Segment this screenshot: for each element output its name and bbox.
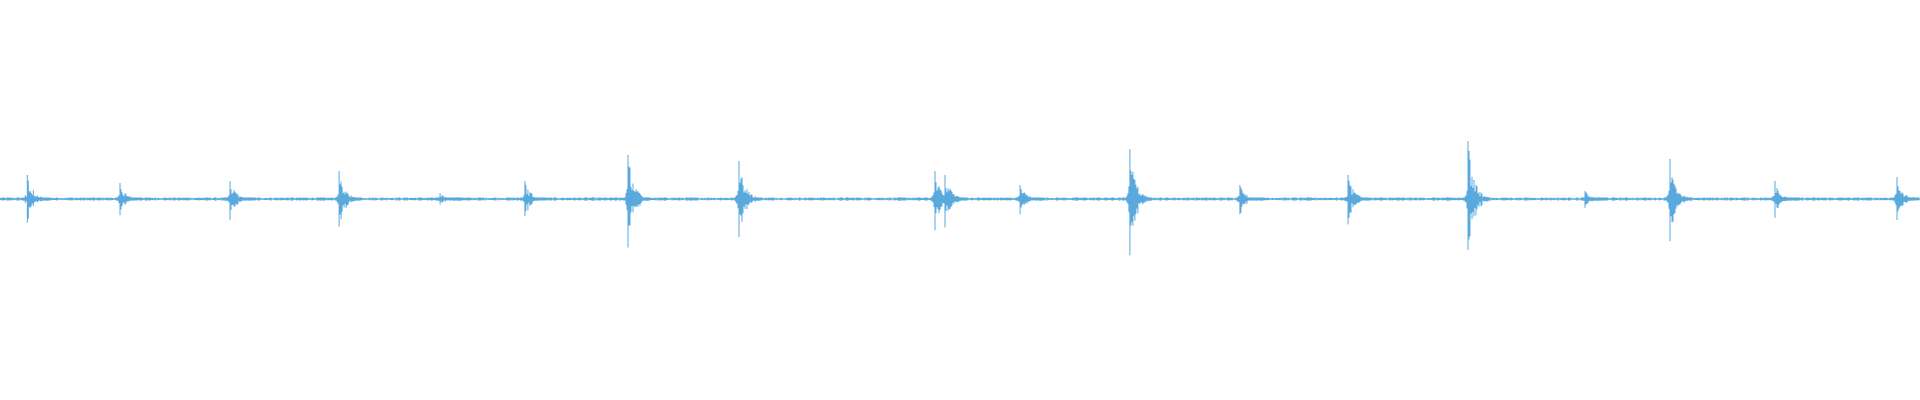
waveform-burst-19	[1892, 177, 1920, 220]
waveform-burst-4	[334, 171, 362, 227]
waveform-burst-8	[734, 161, 762, 237]
waveform-burst-12	[1125, 149, 1153, 256]
waveform-burst-17	[1665, 159, 1693, 242]
waveform-burst-1	[22, 175, 50, 223]
waveform-burst-13	[1235, 185, 1263, 215]
waveform-burst-5	[435, 193, 463, 205]
waveform-burst-6	[520, 181, 548, 216]
waveform-burst-10	[940, 175, 968, 228]
waveform-burst-2	[115, 183, 143, 216]
waveform-burst-18	[1770, 181, 1798, 218]
waveform-burst-14	[1343, 175, 1371, 225]
waveform-burst-11	[1015, 185, 1043, 215]
waveform-burst-15	[1463, 141, 1491, 250]
waveform-burst-7	[623, 155, 651, 248]
waveform-burst-3	[225, 181, 253, 220]
waveform-burst-16	[1580, 191, 1608, 208]
